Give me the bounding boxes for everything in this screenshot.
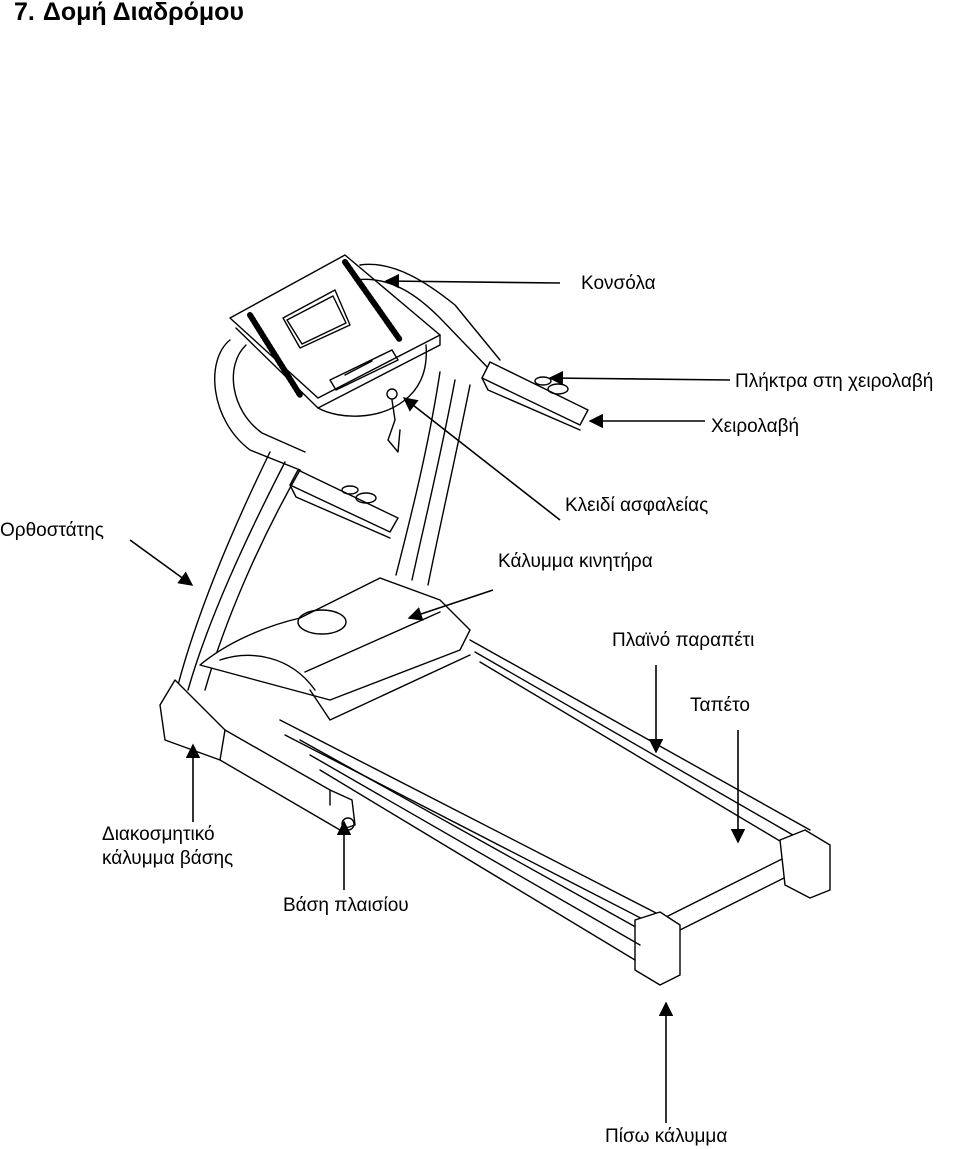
arrow-handlebar-keys bbox=[548, 370, 731, 386]
label-upright: Ορθοστάτης bbox=[0, 520, 104, 541]
arrow-safety-key bbox=[402, 397, 561, 521]
page-title: 7. Δομή Διαδρόμου bbox=[14, 0, 244, 27]
deck-icon bbox=[159, 639, 831, 986]
page-title-number: 7. bbox=[14, 0, 35, 26]
right-handlebar-icon bbox=[481, 361, 589, 431]
label-console: Κονσόλα bbox=[581, 273, 656, 294]
label-frame-base: Βάση πλαισίου bbox=[283, 895, 409, 916]
label-handlebar: Χειρολαβή bbox=[711, 416, 800, 437]
leader-arrows bbox=[129, 273, 746, 1123]
label-rear-cover: Πίσω κάλυμμα bbox=[605, 1126, 728, 1147]
motor-cover-icon bbox=[199, 577, 471, 721]
label-base-cover: Διακοσμητικό κάλυμμα βάσης bbox=[102, 823, 233, 871]
arrow-motor-cover bbox=[407, 589, 494, 621]
handlebar-loop-icon bbox=[214, 263, 501, 471]
arrow-console bbox=[384, 273, 561, 289]
treadmill-icon bbox=[159, 254, 831, 986]
uprights-icon bbox=[177, 371, 471, 691]
label-side-rail: Πλαϊνό παραπέτι bbox=[612, 630, 755, 651]
label-handlebar-keys: Πλήκτρα στη χειρολαβή bbox=[735, 371, 934, 392]
label-base-cover-line2: κάλυμμα βάσης bbox=[102, 847, 234, 869]
page-title-text: Δομή Διαδρόμου bbox=[42, 0, 244, 26]
label-belt: Ταπέτο bbox=[690, 695, 750, 716]
label-motor-cover: Κάλυμμα κινητήρα bbox=[498, 551, 653, 572]
label-base-cover-line1: Διακοσμητικό bbox=[102, 824, 215, 845]
console-icon bbox=[229, 254, 441, 453]
label-safety-key: Κλειδί ασφαλείας bbox=[565, 495, 709, 516]
left-handlebar-icon bbox=[289, 469, 399, 539]
arrow-upright bbox=[129, 539, 194, 586]
